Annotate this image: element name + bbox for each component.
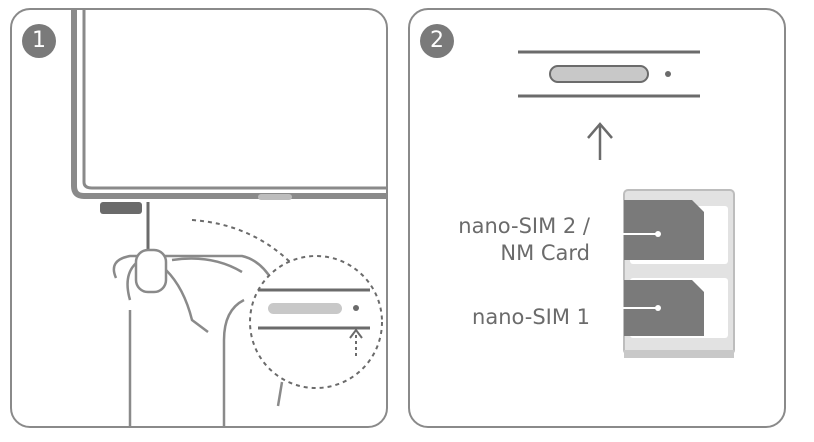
sim-tray-illustration [518,50,735,358]
step-2-panel: 2 nano-SIM 2 / NM Card nano-SIM 1 [408,8,786,428]
step-1-panel: 1 [10,8,388,428]
sim2-label: nano-SIM 2 / NM Card [458,213,590,267]
sim2-label-line1: nano-SIM 2 / [458,214,590,238]
phone-eject-illustration [71,10,386,426]
sim2-label-line2: NM Card [500,241,590,265]
step-1-badge: 1 [22,24,56,58]
sim1-label: nano-SIM 1 [472,305,590,329]
step-2-badge: 2 [420,24,454,58]
